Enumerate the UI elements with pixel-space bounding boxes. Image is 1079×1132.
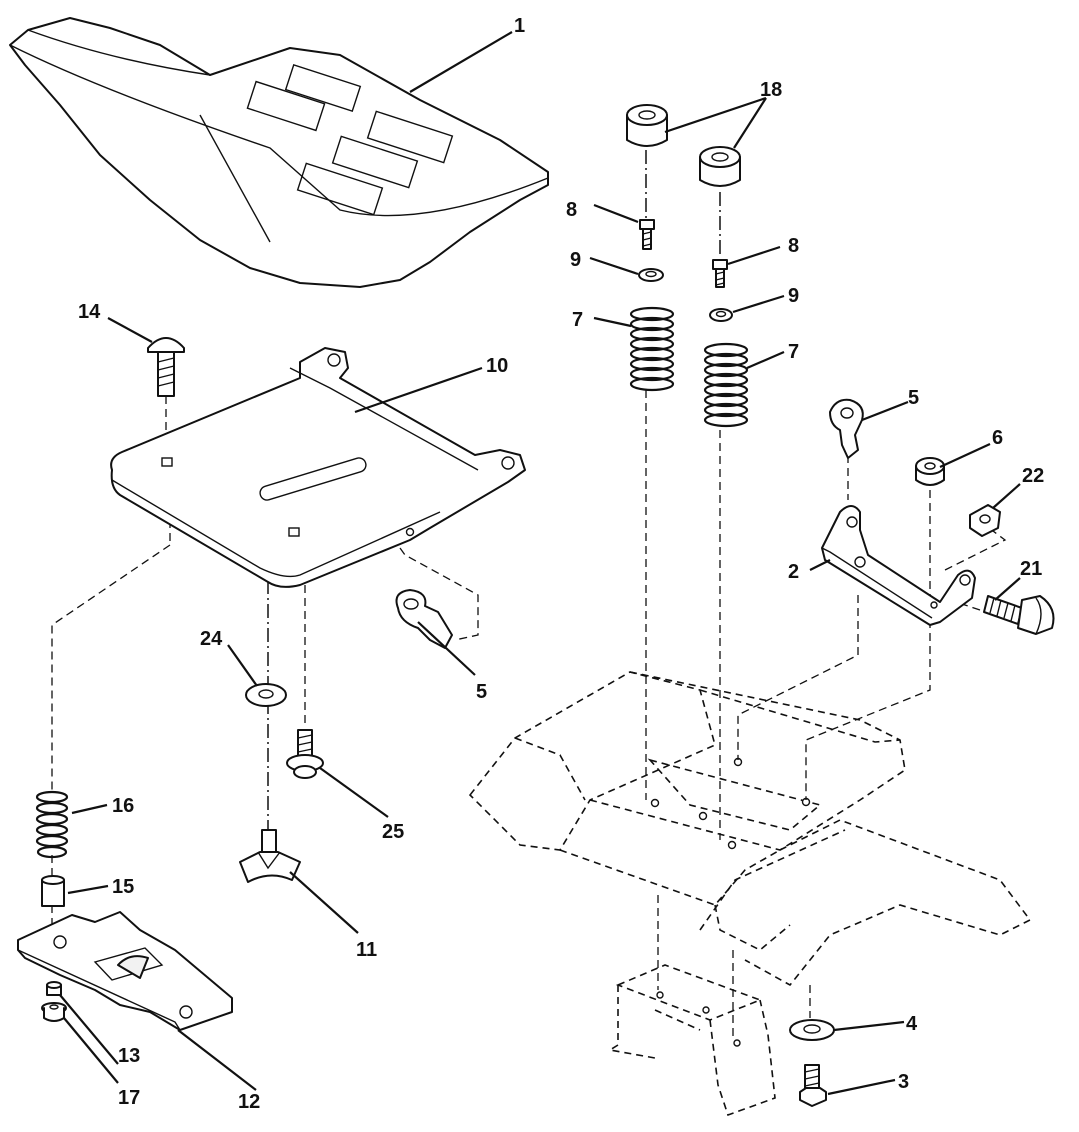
nut-shoulder-part (969, 504, 1001, 537)
leader-lines (59, 31, 1021, 1096)
callout-washer-pan: 24 (200, 628, 223, 650)
bracket-part (821, 505, 976, 626)
slide-plate-part (17, 911, 233, 1031)
callout-nut-bracket: 6 (992, 427, 1003, 449)
callout-washer-frame: 4 (906, 1013, 918, 1035)
callout-bolt-frame: 3 (898, 1071, 909, 1093)
callout-clip-right: 5 (908, 387, 919, 409)
seat-part (9, 17, 549, 288)
spring-right-part (703, 342, 749, 428)
spring-small-part (35, 790, 69, 859)
washer-left-part (638, 268, 664, 282)
spacer-part (41, 875, 65, 907)
seat-pan-part (110, 347, 526, 588)
assembly-guides (51, 150, 1007, 1040)
shoulder-bolt-part (983, 595, 1055, 635)
spring-left-part (629, 306, 675, 392)
callout-knob: 11 (356, 939, 377, 961)
callout-slide-plate: 12 (238, 1091, 260, 1113)
bumper-left-part (626, 104, 668, 147)
clip-right-part (829, 398, 864, 459)
callout-seat-pan: 10 (486, 355, 508, 377)
washer-frame-part (789, 1019, 835, 1041)
callout-labels: 1 2 3 4 5 5 6 7 7 8 8 9 9 10 11 12 13 14… (78, 15, 1044, 1113)
screw-left-part (639, 219, 655, 250)
callout-spacer: 15 (112, 876, 134, 898)
callout-carriage-bolt: 14 (78, 301, 101, 323)
callout-nut-flange: 17 (118, 1087, 140, 1109)
washer-right-part (709, 308, 733, 322)
callout-seat: 1 (514, 15, 525, 37)
callout-washer-left: 9 (570, 249, 581, 271)
bolt-frame-part (799, 1064, 827, 1107)
callout-clip-left: 5 (476, 681, 487, 703)
callout-spring-right: 7 (788, 341, 799, 363)
callout-nut-shoulder: 22 (1022, 465, 1044, 487)
callout-bolt-pan: 25 (382, 821, 404, 843)
bolt-pan-part (286, 729, 324, 779)
bumper-right-part (699, 146, 741, 187)
clip-left-part (395, 589, 453, 649)
callout-nut-small: 13 (118, 1045, 140, 1067)
callout-screw-left: 8 (566, 199, 577, 221)
nut-small-part (46, 981, 62, 996)
carriage-bolt-part (147, 337, 185, 397)
screw-right-part (712, 259, 728, 288)
callout-shoulder-bolt: 21 (1020, 558, 1042, 580)
callout-spring-left: 7 (572, 309, 583, 331)
callout-screw-right: 8 (788, 235, 799, 257)
nut-bracket-part (915, 457, 945, 486)
washer-pan-part (245, 683, 287, 707)
callout-washer-right: 9 (788, 285, 799, 307)
nut-flange-part (41, 1002, 67, 1022)
tractor-frame-outline (468, 671, 1032, 1117)
callout-bracket: 2 (788, 561, 799, 583)
callout-spring-small: 16 (112, 795, 134, 817)
knob-part (239, 829, 301, 883)
callout-bumper: 18 (760, 79, 782, 101)
